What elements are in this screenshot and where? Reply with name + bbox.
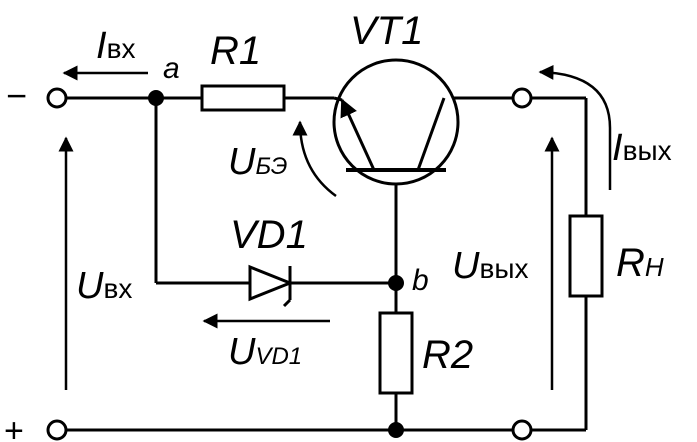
- arrow-u-be: [292, 120, 337, 198]
- plus-sign: +: [4, 412, 24, 442]
- label-r2: R2: [422, 333, 473, 377]
- arrow-i-out: [538, 64, 612, 190]
- minus-sign: −: [6, 75, 27, 116]
- terminal-input-minus: [46, 87, 68, 109]
- resistor-r1: [200, 84, 286, 112]
- label-vt1: VT1: [350, 9, 423, 53]
- node-b-dot: [388, 275, 404, 291]
- resistor-r2: [378, 311, 414, 395]
- bottom-junction-dot: [388, 422, 404, 438]
- wires: [66, 96, 588, 432]
- zener-diode-vd1: [248, 264, 295, 308]
- terminal-input-plus: [46, 419, 68, 441]
- label-vd1: VD1: [230, 213, 308, 257]
- label-r-load: RН: [616, 241, 664, 285]
- terminal-output-top: [511, 87, 533, 109]
- label-u-in: Uвх: [76, 265, 132, 307]
- label-node-b: b: [412, 264, 429, 297]
- resistor-load: [568, 214, 604, 298]
- node-a-dot: [148, 90, 164, 106]
- transistor-vt1: [332, 58, 460, 186]
- label-i-out: Iвых: [612, 127, 672, 169]
- label-r1: R1: [210, 29, 261, 73]
- label-u-be: UБЭ: [228, 141, 287, 183]
- label-i-in: Iвх: [96, 25, 135, 67]
- label-node-a: a: [163, 52, 180, 85]
- label-u-out: Uвых: [452, 245, 528, 287]
- terminal-output-bottom: [511, 419, 533, 441]
- label-u-vd1: UVD1: [228, 331, 302, 373]
